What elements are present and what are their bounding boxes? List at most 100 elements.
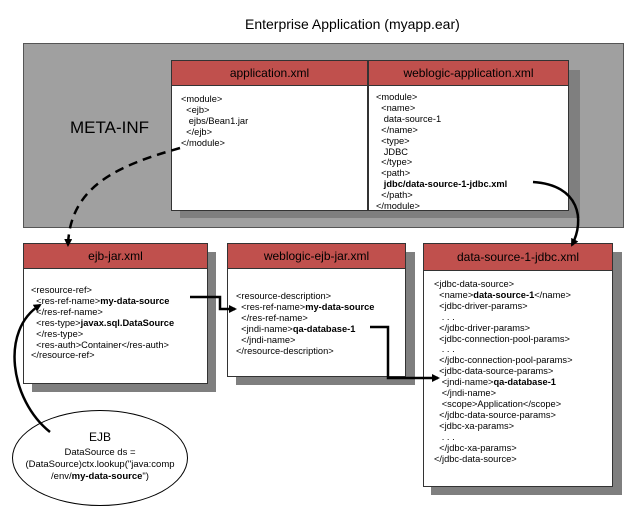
curved-arrow-ejb-to-ejb-jar [13,303,51,433]
code-text: JDBC [376,146,409,157]
code-line: </jdbc-xa-params> [434,443,573,454]
code-text: </path> [376,190,413,201]
code-line: </resource-description> [236,346,374,357]
code-line: . . . [434,312,573,323]
code-text: </jdbc-connection-pool-params> [434,355,573,366]
code-bold: javax.sql.DataSource [80,317,175,328]
ejb-jar-xml-body: <resource-ref> <res-ref-name>my-data-sou… [23,268,208,384]
code-text: . . . [434,431,455,442]
code-text: <module> [181,94,223,104]
code-bold: qa-database-1 [493,377,556,388]
code-text: <name> [376,102,416,113]
code-text: data-source-1 [376,113,442,124]
code-line: <res-type>javax.sql.DataSource [31,318,174,329]
code-text: <jdbc-xa-params> [434,420,515,431]
data-source-jdbc-xml-header: data-source-1-jdbc.xml [423,243,613,271]
application-xml-header: application.xml [171,60,368,86]
code-text: <name> [434,289,474,300]
code-line: </jdbc-data-source> [434,454,573,465]
code-text: </res-ref-name> [31,306,103,317]
code-text: </type> [376,157,413,168]
code-text: <jdbc-data-source> [434,279,515,289]
code-line: <scope>Application</scope> [434,399,573,410]
code-line: </res-ref-name> [236,313,374,324]
code-text: <type> [376,135,410,146]
code-line: <ejb> [181,105,248,116]
code-text: <jdbc-connection-pool-params> [434,333,570,344]
code-line: data-source-1 [376,114,507,125]
code-text: <res-auth>Container</res-auth> [31,339,169,350]
code-text: </jdbc-xa-params> [434,442,517,453]
code-line: <jdbc-xa-params> [434,421,573,432]
code-bold: my-data-source [100,295,170,306]
code-text: <jndi-name> [236,323,293,334]
data-source-jdbc-xml-body: <jdbc-data-source> <name>data-source-1</… [423,270,613,487]
application-xml-doc: application.xml <module> <ejb> ejbs/Bean… [171,60,368,211]
code-line: <path> [376,168,507,179]
code-text: <res-ref-name> [236,301,306,312]
ejb-line-2: (DataSource)ctx.lookup("java:comp [25,459,175,470]
code-line: </path> [376,190,507,201]
code-bold: data-source-1 [473,289,535,300]
ejb-title: EJB [88,430,111,444]
weblogic-application-xml-doc: weblogic-application.xml <module> <name>… [368,60,569,211]
weblogic-application-xml-body: <module> <name> data-source-1 </name> <t… [368,85,569,211]
code-text: ejbs/Bean1.jar [181,115,249,126]
arrow-wl-ejb-jar-to-datasource [370,325,440,382]
code-line: JDBC [376,147,507,158]
code-line: </name> [376,125,507,136]
code-text: </ejb> [181,126,213,137]
code-line: <type> [376,136,507,147]
code-text: </jdbc-data-source-params> [434,409,556,420]
code-line: <res-auth>Container</res-auth> [31,340,174,351]
code-line: </res-ref-name> [31,307,174,318]
meta-inf-label: META-INF [70,118,150,137]
code-line: <jdbc-driver-params> [434,301,573,312]
code-text: </res-ref-name> [236,312,308,323]
code-line: <jdbc-data-source-params> [434,366,573,377]
code-text: <resource-description> [236,291,332,301]
code-line: <jdbc-connection-pool-params> [434,334,573,345]
code-line: <res-ref-name>my-data-source [236,302,374,313]
ejb-line-1: DataSource ds = [64,447,136,458]
code-text: <res-type> [31,317,81,328]
code-text: . . . [434,344,455,355]
code-text: </jdbc-driver-params> [434,322,531,333]
arrow-ejb-jar-to-wl-ejb-jar [190,295,237,313]
code-line: </ejb> [181,127,248,138]
code-line: </module> [181,138,248,149]
code-text: </jdbc-data-source> [434,453,517,464]
code-line: <module> [376,92,507,103]
weblogic-ejb-jar-xml-code: <resource-description> <res-ref-name>my-… [236,291,374,356]
code-text: </jndi-name> [434,388,497,399]
code-line: <module> [181,94,248,105]
code-line: </jdbc-connection-pool-params> [434,355,573,366]
code-bold: jdbc/data-source-1-jdbc.xml [383,179,508,190]
ejb-jar-xml-code: <resource-ref> <res-ref-name>my-data-sou… [31,285,174,361]
ejb-line-3-bold: my-data-source [71,471,143,482]
code-tail: </name> [534,289,571,300]
code-text: . . . [434,311,455,322]
ejb-jar-xml-header: ejb-jar.xml [23,243,208,269]
code-line: </jndi-name> [236,335,374,346]
data-source-jdbc-xml-code: <jdbc-data-source> <name>data-source-1</… [434,279,573,464]
code-text: </res-type> [31,328,84,339]
code-text: </resource-ref> [31,350,95,361]
code-text: <ejb> [181,104,210,115]
application-xml-code: <module> <ejb> ejbs/Bean1.jar </ejb></mo… [181,94,248,149]
ejb-oval [12,410,188,506]
application-xml-body: <module> <ejb> ejbs/Bean1.jar </ejb></mo… [171,85,368,211]
code-bold: qa-database-1 [292,323,356,334]
ejb-line-3-suffix: ") [142,471,149,482]
code-line: jdbc/data-source-1-jdbc.xml [376,179,507,190]
code-text: </module> [376,201,420,212]
diagram-title: Enterprise Application (myapp.ear) [245,16,460,32]
code-text: <module> [376,92,418,102]
code-line: </jdbc-data-source-params> [434,410,573,421]
code-text: </resource-description> [236,345,334,356]
code-text: <jndi-name> [434,377,494,388]
code-text: <scope>Application</scope> [434,398,562,409]
code-text: </module> [181,137,225,148]
